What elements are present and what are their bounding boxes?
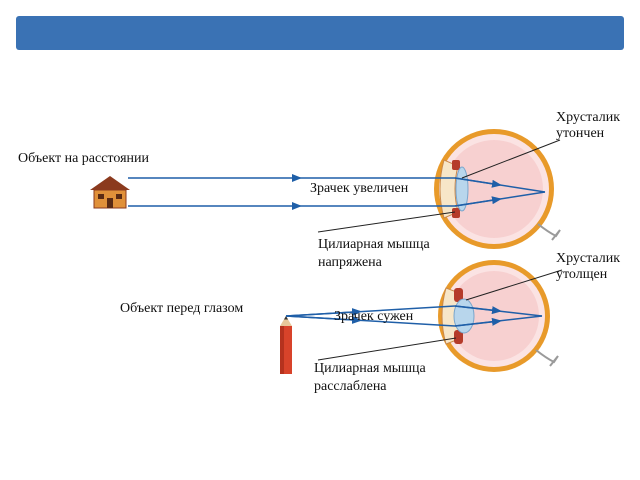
eye-far-vision bbox=[434, 129, 561, 249]
light-rays-near bbox=[285, 305, 543, 327]
label-far-object: Объект на расстоянии bbox=[18, 151, 150, 166]
label-ciliary-tense-line1: Цилиарная мышца bbox=[318, 237, 430, 252]
ciliary-muscle-bottom bbox=[452, 208, 460, 218]
label-ciliary-relaxed-line2: расслаблена bbox=[314, 379, 387, 394]
label-ciliary-tense-line2: напряжена bbox=[318, 255, 383, 270]
title-banner bbox=[16, 16, 624, 50]
pointer-lines-top bbox=[317, 139, 561, 233]
house-icon bbox=[90, 176, 130, 209]
ciliary-muscle-top bbox=[452, 160, 460, 170]
label-lens-thin-line1: Хрусталик bbox=[556, 110, 620, 125]
optic-nerve-near bbox=[535, 349, 559, 367]
label-lens-thick-line1: Хрусталик bbox=[556, 251, 620, 266]
label-ciliary-relaxed-line1: Цилиарная мышца bbox=[314, 361, 426, 376]
label-lens-thick-line2: утолщен bbox=[556, 267, 608, 282]
pencil-icon bbox=[280, 316, 292, 374]
ciliary-muscle-bottom-near bbox=[454, 330, 463, 344]
eye-near-vision bbox=[438, 260, 559, 372]
label-pupil-dilated: Зрачек увеличен bbox=[310, 181, 409, 196]
pointer-lines-bottom bbox=[317, 269, 563, 361]
ciliary-muscle-top-near bbox=[454, 288, 463, 302]
label-near-object: Объект перед глазом bbox=[120, 301, 243, 316]
label-lens-thin-line2: утончен bbox=[556, 126, 605, 141]
optic-nerve bbox=[537, 223, 561, 241]
label-pupil-constricted: Зрачек сужен bbox=[334, 309, 414, 324]
lens-thick bbox=[453, 298, 475, 334]
light-rays-far bbox=[128, 174, 546, 210]
